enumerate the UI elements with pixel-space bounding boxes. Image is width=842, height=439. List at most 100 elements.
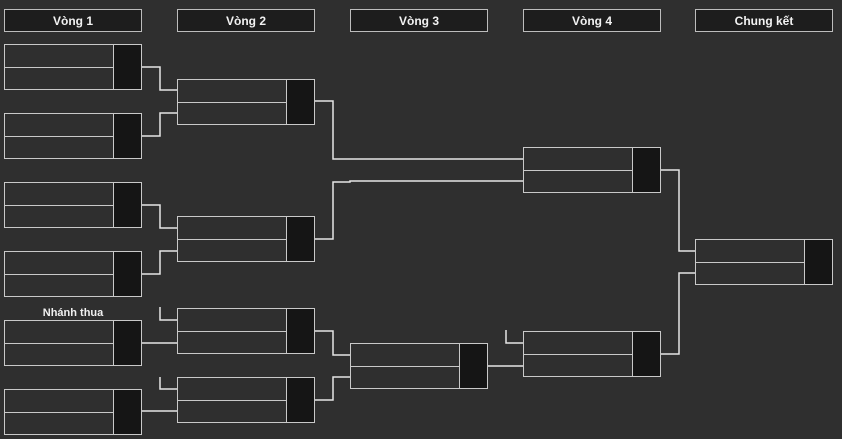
match-r1-m6[interactable] bbox=[4, 389, 142, 435]
player-score bbox=[113, 136, 141, 158]
player-score bbox=[113, 390, 141, 412]
match-slot[interactable] bbox=[5, 252, 141, 275]
match-slot[interactable] bbox=[178, 80, 314, 103]
match-r3-m1[interactable] bbox=[350, 343, 488, 389]
player-score bbox=[286, 400, 314, 422]
match-r1-m5[interactable] bbox=[4, 320, 142, 366]
connector-r4m2 bbox=[661, 272, 695, 355]
match-slot[interactable] bbox=[178, 378, 314, 401]
player-name bbox=[178, 378, 286, 400]
match-slot[interactable] bbox=[5, 321, 141, 344]
player-score bbox=[632, 148, 660, 170]
match-slot[interactable] bbox=[696, 262, 832, 284]
connector-r4m1 bbox=[661, 169, 695, 252]
match-slot[interactable] bbox=[178, 239, 314, 261]
connector-r2m2 bbox=[315, 180, 523, 240]
player-name bbox=[178, 80, 286, 102]
match-r4-m1[interactable] bbox=[523, 147, 661, 193]
match-r1-m4[interactable] bbox=[4, 251, 142, 297]
match-slot[interactable] bbox=[5, 412, 141, 434]
player-score bbox=[804, 262, 832, 284]
player-score bbox=[113, 67, 141, 89]
match-slot[interactable] bbox=[178, 217, 314, 240]
match-r2-m1[interactable] bbox=[177, 79, 315, 125]
player-name bbox=[178, 331, 286, 353]
player-score bbox=[286, 309, 314, 331]
player-name bbox=[524, 148, 632, 170]
round-header-1: Vòng 1 bbox=[4, 9, 142, 32]
player-score bbox=[113, 412, 141, 434]
match-slot[interactable] bbox=[5, 136, 141, 158]
player-score bbox=[459, 366, 487, 388]
player-name bbox=[5, 183, 113, 205]
player-name bbox=[524, 332, 632, 354]
match-slot[interactable] bbox=[5, 205, 141, 227]
match-slot[interactable] bbox=[524, 354, 660, 376]
player-score bbox=[632, 354, 660, 376]
match-r4-m2[interactable] bbox=[523, 331, 661, 377]
match-slot[interactable] bbox=[5, 343, 141, 365]
match-r1-m1[interactable] bbox=[4, 44, 142, 90]
match-slot[interactable] bbox=[5, 114, 141, 137]
match-slot[interactable] bbox=[5, 183, 141, 206]
player-score bbox=[113, 183, 141, 205]
player-name bbox=[696, 262, 804, 284]
connector-r1m2 bbox=[142, 112, 177, 137]
player-name bbox=[351, 344, 459, 366]
player-name bbox=[178, 239, 286, 261]
player-score bbox=[113, 343, 141, 365]
player-score bbox=[113, 45, 141, 67]
player-name bbox=[5, 114, 113, 136]
connector-r1m3 bbox=[142, 204, 177, 229]
connector-r1m1 bbox=[142, 66, 177, 91]
player-score bbox=[286, 102, 314, 124]
round-header-4: Vòng 4 bbox=[523, 9, 661, 32]
player-score bbox=[113, 321, 141, 343]
connector-r2m1 bbox=[315, 100, 523, 160]
match-slot[interactable] bbox=[5, 67, 141, 89]
match-slot[interactable] bbox=[524, 170, 660, 192]
match-slot[interactable] bbox=[696, 240, 832, 263]
player-name bbox=[178, 309, 286, 331]
player-score bbox=[113, 205, 141, 227]
match-slot[interactable] bbox=[524, 332, 660, 355]
player-name bbox=[178, 400, 286, 422]
match-r2-m3[interactable] bbox=[177, 308, 315, 354]
match-slot[interactable] bbox=[178, 400, 314, 422]
round-header-3: Vòng 3 bbox=[350, 9, 488, 32]
player-name bbox=[5, 45, 113, 67]
player-score bbox=[113, 114, 141, 136]
loser-bracket-label: Nhánh thua bbox=[42, 307, 104, 319]
player-name bbox=[178, 102, 286, 124]
player-name bbox=[178, 217, 286, 239]
match-r1-m2[interactable] bbox=[4, 113, 142, 159]
match-slot[interactable] bbox=[351, 366, 487, 388]
match-slot[interactable] bbox=[178, 102, 314, 124]
player-score bbox=[632, 332, 660, 354]
match-slot[interactable] bbox=[524, 148, 660, 171]
connector-r1m6 bbox=[159, 377, 177, 390]
connector-r4m2-in bbox=[505, 330, 523, 344]
player-name bbox=[5, 274, 113, 296]
match-slot[interactable] bbox=[178, 331, 314, 353]
match-final[interactable] bbox=[695, 239, 833, 285]
match-r2-m2[interactable] bbox=[177, 216, 315, 262]
connector-r2m3 bbox=[315, 330, 350, 356]
match-slot[interactable] bbox=[351, 344, 487, 367]
match-slot[interactable] bbox=[5, 390, 141, 413]
player-name bbox=[524, 170, 632, 192]
player-name bbox=[5, 390, 113, 412]
round-header-final: Chung kết bbox=[695, 9, 833, 32]
player-score bbox=[286, 378, 314, 400]
player-score bbox=[286, 331, 314, 353]
round-header-2: Vòng 2 bbox=[177, 9, 315, 32]
match-slot[interactable] bbox=[5, 45, 141, 68]
match-slot[interactable] bbox=[5, 274, 141, 296]
match-r2-m4[interactable] bbox=[177, 377, 315, 423]
match-r1-m3[interactable] bbox=[4, 182, 142, 228]
player-name bbox=[5, 136, 113, 158]
player-score bbox=[459, 344, 487, 366]
match-slot[interactable] bbox=[178, 309, 314, 332]
player-name bbox=[5, 343, 113, 365]
